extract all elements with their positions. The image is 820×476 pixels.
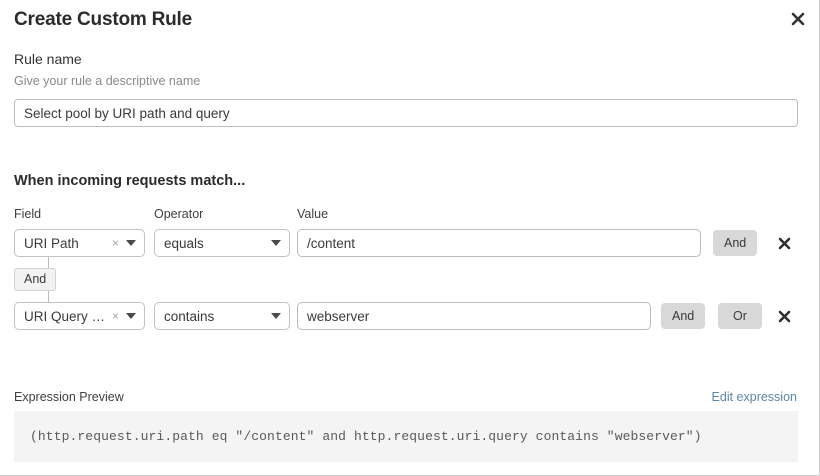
- clear-icon-field-row-1[interactable]: ×: [111, 236, 119, 250]
- operator-select-row-1[interactable]: equals: [154, 229, 290, 257]
- chevron-down-icon-operator-row-2[interactable]: [271, 313, 281, 319]
- rule-name-hint: Give your rule a descriptive name: [14, 74, 201, 88]
- column-header-field: Field: [14, 207, 42, 221]
- expression-preview-label: Expression Preview: [14, 390, 124, 404]
- expression-preview-box: (http.request.uri.path eq "/content" and…: [14, 411, 798, 462]
- remove-row-button-row-1[interactable]: [773, 232, 795, 254]
- close-icon-row-1: [778, 237, 790, 249]
- value-input-row-1[interactable]: [297, 229, 701, 257]
- field-select-value-row-2: URI Query St...: [24, 308, 112, 324]
- row-connector-and-badge[interactable]: And: [14, 268, 57, 291]
- edit-expression-link[interactable]: Edit expression: [711, 390, 797, 404]
- chevron-down-icon-operator-row-1[interactable]: [271, 240, 281, 246]
- close-icon-row-2: [778, 310, 790, 322]
- chevron-down-icon-field-row-1[interactable]: [126, 240, 136, 246]
- and-button-row-1[interactable]: And: [713, 230, 758, 256]
- expression-preview-text: (http.request.uri.path eq "/content" and…: [30, 429, 702, 444]
- field-select-value-row-1: URI Path: [24, 235, 79, 251]
- field-select-row-1[interactable]: URI Path ×: [14, 229, 145, 257]
- remove-row-button-row-2[interactable]: [773, 305, 795, 327]
- or-button-row-2[interactable]: Or: [718, 303, 762, 329]
- and-button-row-2[interactable]: And: [661, 303, 706, 329]
- chevron-down-icon-field-row-2[interactable]: [126, 313, 136, 319]
- field-select-row-2[interactable]: URI Query St... ×: [14, 302, 145, 330]
- operator-select-row-2[interactable]: contains: [154, 302, 290, 330]
- dialog-title: Create Custom Rule: [14, 9, 192, 30]
- row-connector-line-bottom: [48, 291, 49, 302]
- value-input-row-2[interactable]: [297, 302, 651, 330]
- close-glyph: [791, 12, 805, 26]
- rule-name-label: Rule name: [14, 51, 82, 67]
- close-icon[interactable]: [785, 6, 811, 32]
- rule-name-input[interactable]: [14, 99, 798, 127]
- operator-select-value-row-2: contains: [164, 308, 215, 324]
- operator-select-value-row-1: equals: [164, 235, 204, 251]
- column-header-value: Value: [297, 207, 329, 221]
- row-connector-line-top: [48, 257, 49, 268]
- column-header-operator: Operator: [154, 207, 204, 221]
- clear-icon-field-row-2[interactable]: ×: [111, 309, 119, 323]
- conditions-heading: When incoming requests match...: [14, 173, 246, 189]
